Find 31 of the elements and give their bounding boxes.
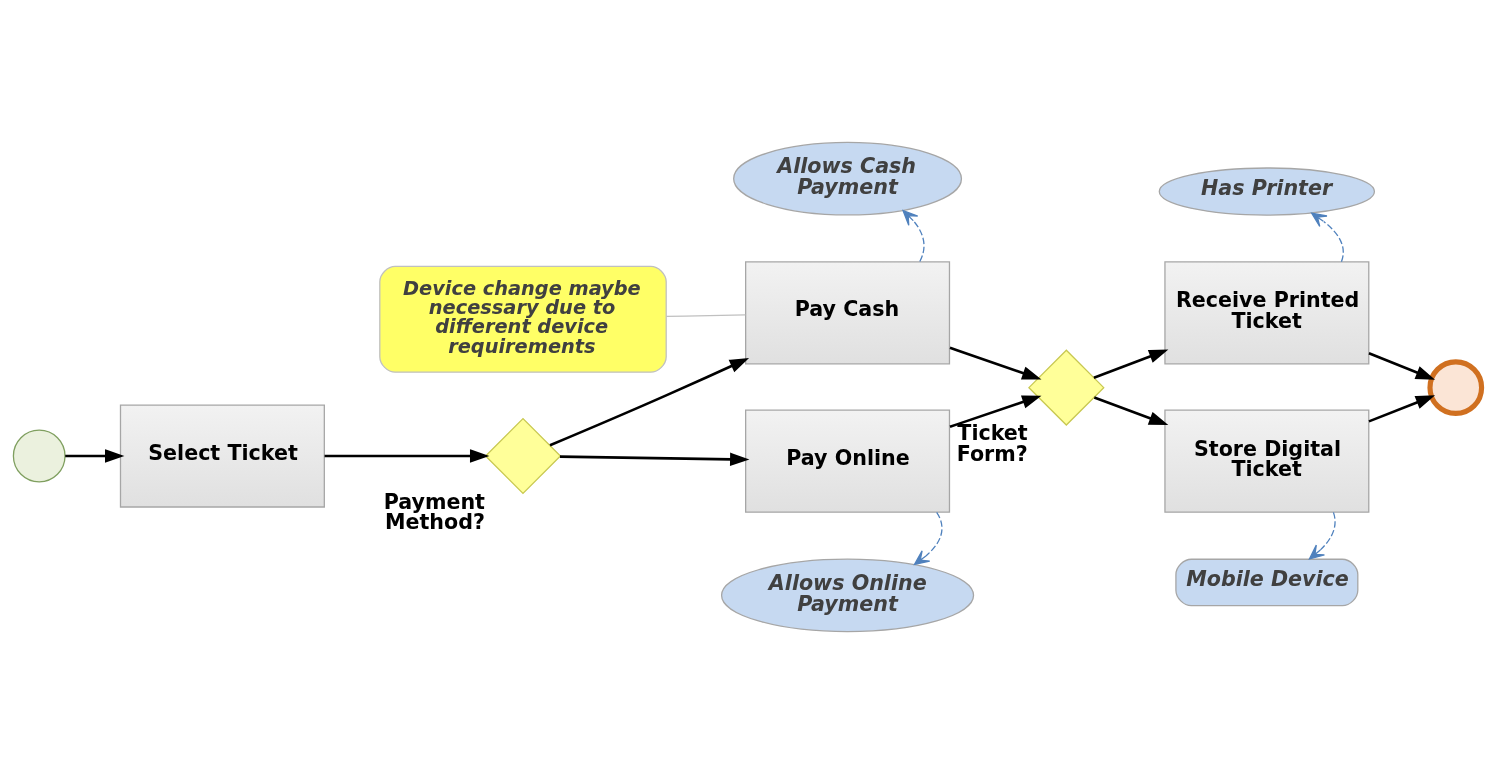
arrow [549, 357, 750, 446]
node-box: Store Digital Ticket [1164, 409, 1370, 513]
node-circle [12, 429, 66, 482]
arrow [1368, 394, 1436, 423]
node-label: Ticket Form? [956, 420, 1028, 466]
arrow [1093, 395, 1169, 425]
arrow [949, 346, 1042, 380]
node-box: Select Ticket [119, 403, 325, 508]
arrow [559, 452, 750, 466]
node-box: Pay Online [745, 409, 951, 513]
arrow [1308, 511, 1336, 560]
arrow [949, 395, 1042, 428]
node-box: Pay Cash [745, 260, 951, 364]
arrow [1311, 212, 1344, 262]
arrow [913, 511, 943, 565]
arrow [1368, 351, 1436, 380]
node-box: Receive Printed Ticket [1164, 260, 1370, 364]
arrow [902, 209, 925, 262]
node-label: Payment Method? [383, 489, 485, 534]
node-diamond [484, 417, 562, 494]
arrow [65, 448, 125, 463]
arrow [324, 448, 490, 463]
node-diamond [1028, 348, 1105, 426]
node-box: Device change maybe necessary due to different device requirements [379, 265, 667, 373]
node-ellipse: Allows Cash Payment [733, 141, 963, 215]
node-ellipse: Has Printer [1158, 166, 1376, 216]
node-ellipse: Allows Online Payment [720, 558, 975, 632]
arrow [1093, 349, 1169, 379]
node-circle [1427, 358, 1485, 416]
node-box: Mobile Device [1175, 558, 1359, 606]
connector [665, 313, 747, 317]
